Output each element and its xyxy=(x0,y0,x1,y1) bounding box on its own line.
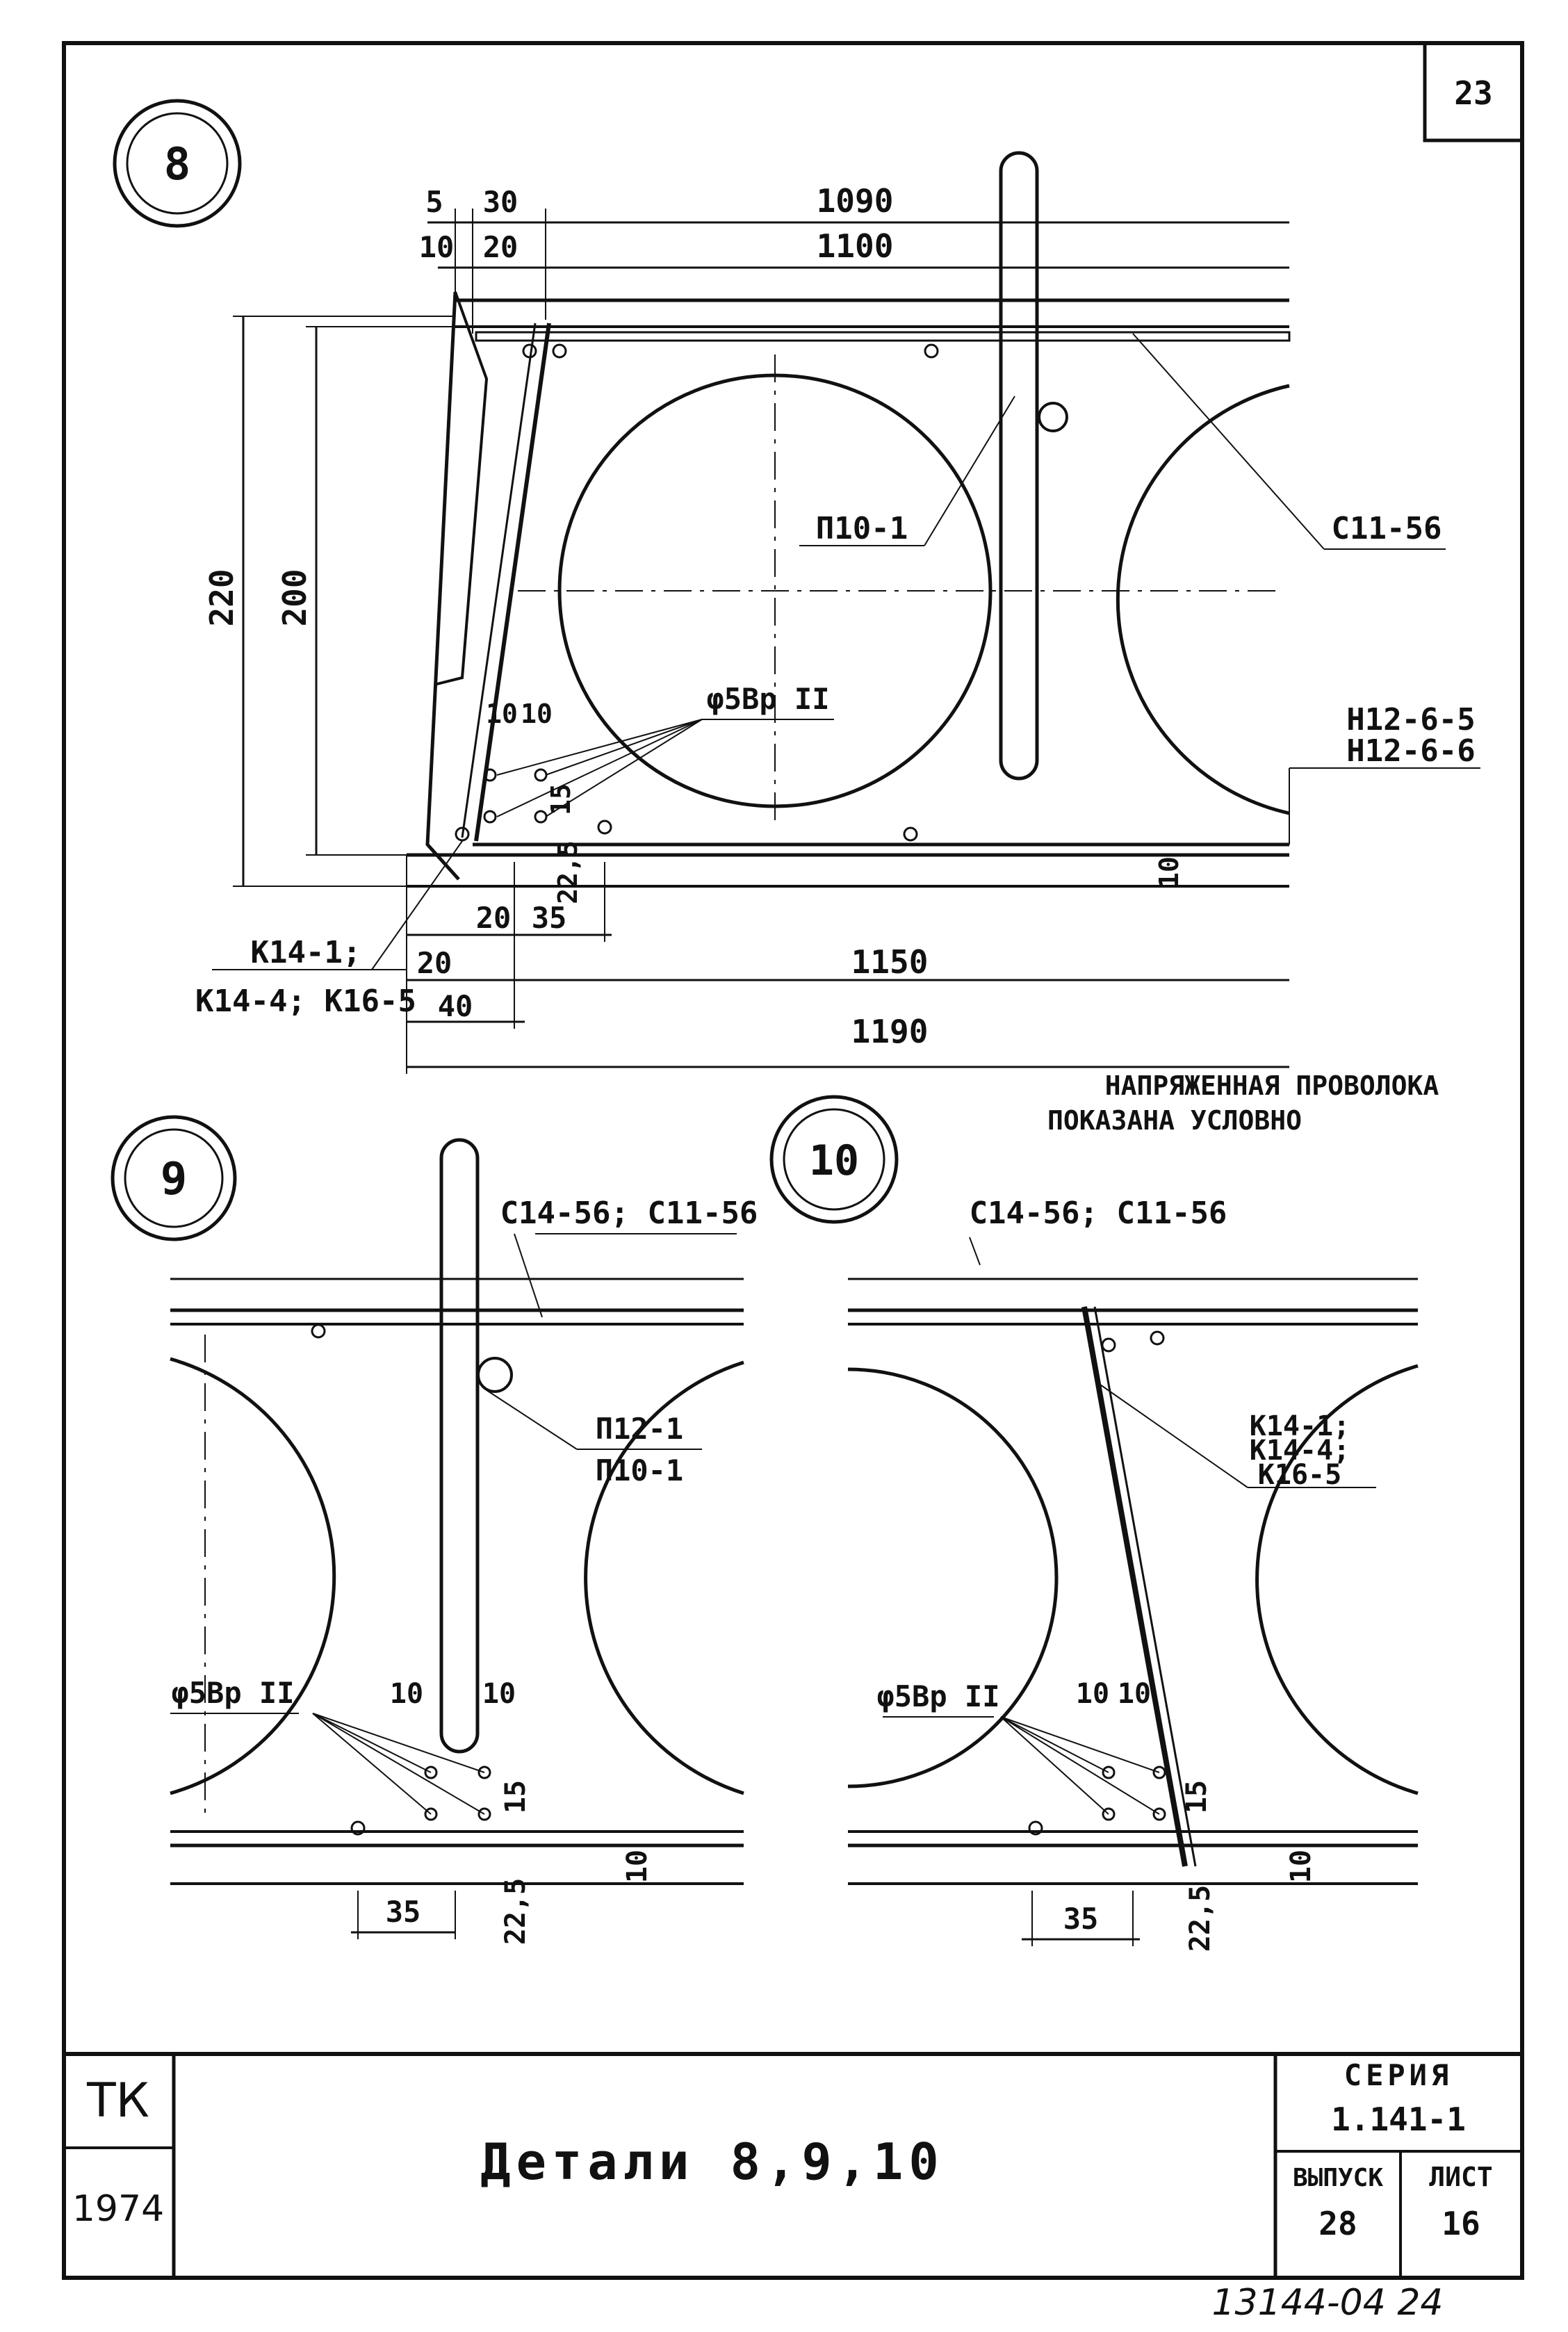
dim-5: 5 xyxy=(425,185,443,219)
dim-10-d9-a: 10 xyxy=(390,1678,423,1710)
label-wire-d10: φ5Вр II xyxy=(876,1679,999,1713)
label-p10-1-d9: П10-1 xyxy=(596,1453,683,1487)
note-line-2: ПОКАЗАНА УСЛОВНО xyxy=(1047,1105,1302,1136)
dim-35: 35 xyxy=(532,901,567,935)
sheet-number: 23 xyxy=(1454,74,1492,112)
dim-40: 40 xyxy=(438,989,473,1023)
label-c14-c11-d9: С14-56; С11-56 xyxy=(500,1196,758,1231)
dim-15-d10: 15 xyxy=(1181,1780,1213,1813)
sheet-number-box: 23 xyxy=(1423,41,1524,142)
label-wire-d5: φ5Вр II xyxy=(706,682,829,716)
dim-1090: 1090 xyxy=(817,182,894,220)
label-p12-1: П12-1 xyxy=(596,1412,683,1446)
year: 1974 xyxy=(72,2188,164,2230)
series-value: 1.141-1 xyxy=(1331,2101,1466,2138)
dim-22-5-d10: 22,5 xyxy=(1184,1885,1216,1952)
detail-10-number: 10 xyxy=(809,1136,859,1185)
label-k14-4-k16-5: К14-4; К16-5 xyxy=(195,984,416,1019)
org-code: ТК xyxy=(86,2073,149,2128)
title-block: ТК 1974 Детали 8,9,10 СЕРИЯ 1.141-1 ВЫПУ… xyxy=(64,2052,1522,2278)
label-k14-1-d10: К14-1; xyxy=(1250,1410,1350,1442)
label-wire-d9: φ5Вр II xyxy=(171,1676,294,1710)
dim-20-bot-a: 20 xyxy=(476,901,512,935)
label-k16-5-d10: К16-5 xyxy=(1258,1459,1341,1491)
dim-10-c: 10 xyxy=(1154,856,1184,888)
dim-10-b: 10 xyxy=(521,699,553,729)
dim-20-top: 20 xyxy=(483,230,518,264)
dim-10-d9-c: 10 xyxy=(621,1850,653,1883)
detail-8: 8 xyxy=(113,99,1480,1074)
sheet-label: ЛИСТ xyxy=(1429,2162,1493,2192)
dim-1150: 1150 xyxy=(851,943,929,981)
note-line-1: НАПРЯЖЕННАЯ ПРОВОЛОКА xyxy=(1105,1070,1439,1101)
dim-1100: 1100 xyxy=(817,227,894,265)
dim-22-5-a: 22,5 xyxy=(553,840,583,904)
drawing-title: Детали 8,9,10 xyxy=(480,2133,945,2191)
label-n12-6-6: Н12-6-6 xyxy=(1346,733,1475,769)
dim-10-d10-a: 10 xyxy=(1076,1678,1109,1710)
dim-35-d9: 35 xyxy=(386,1895,421,1929)
dim-10-top: 10 xyxy=(419,230,455,264)
dim-15-d9: 15 xyxy=(500,1780,532,1813)
label-p10-1: П10-1 xyxy=(816,511,908,546)
dim-35-d10: 35 xyxy=(1063,1902,1099,1936)
dim-15-a: 15 xyxy=(546,783,576,815)
detail-9: 9 С14-56; С11-56 П12-1 П10-1 φ5Вр II 10 xyxy=(111,1115,758,1945)
label-c14-c11-d10: С14-56; С11-56 xyxy=(970,1196,1227,1231)
dim-10-d10-b: 10 xyxy=(1118,1678,1151,1710)
label-k14-1: К14-1; xyxy=(251,935,361,970)
dim-10-a: 10 xyxy=(486,699,518,729)
label-k14-4-d10: К14-4; xyxy=(1250,1435,1350,1467)
label-c11-56: С11-56 xyxy=(1332,511,1442,546)
archive-number: 13144-04 24 xyxy=(1211,2282,1443,2324)
detail-8-marker xyxy=(113,99,242,228)
dim-1190: 1190 xyxy=(851,1013,929,1050)
detail-10-marker xyxy=(769,1095,899,1224)
dim-220: 220 xyxy=(203,569,240,626)
issue-label: ВЫПУСК xyxy=(1293,2164,1383,2192)
dim-22-5-d9: 22,5 xyxy=(500,1878,532,1945)
dim-20-bot-b: 20 xyxy=(417,946,452,980)
issue-value: 28 xyxy=(1318,2205,1357,2242)
detail-9-marker xyxy=(111,1115,237,1241)
series-label: СЕРИЯ xyxy=(1344,2058,1453,2092)
label-n12-6-5: Н12-6-5 xyxy=(1346,702,1475,737)
dim-10-d10-c: 10 xyxy=(1285,1850,1317,1883)
detail-8-number: 8 xyxy=(164,139,191,190)
note: НАПРЯЖЕННАЯ ПРОВОЛОКА ПОКАЗАНА УСЛОВНО xyxy=(1047,1070,1439,1136)
dim-200: 200 xyxy=(276,569,313,626)
dim-10-d9-b: 10 xyxy=(482,1678,516,1710)
sheet-frame xyxy=(62,41,1524,2280)
dim-30: 30 xyxy=(483,185,518,219)
detail-9-number: 9 xyxy=(161,1154,188,1205)
detail-10: 10 С14-56; С11-56 К14-1; К14-4; К16-5 φ5… xyxy=(769,1095,1419,1952)
sheet-value: 16 xyxy=(1442,2205,1480,2242)
